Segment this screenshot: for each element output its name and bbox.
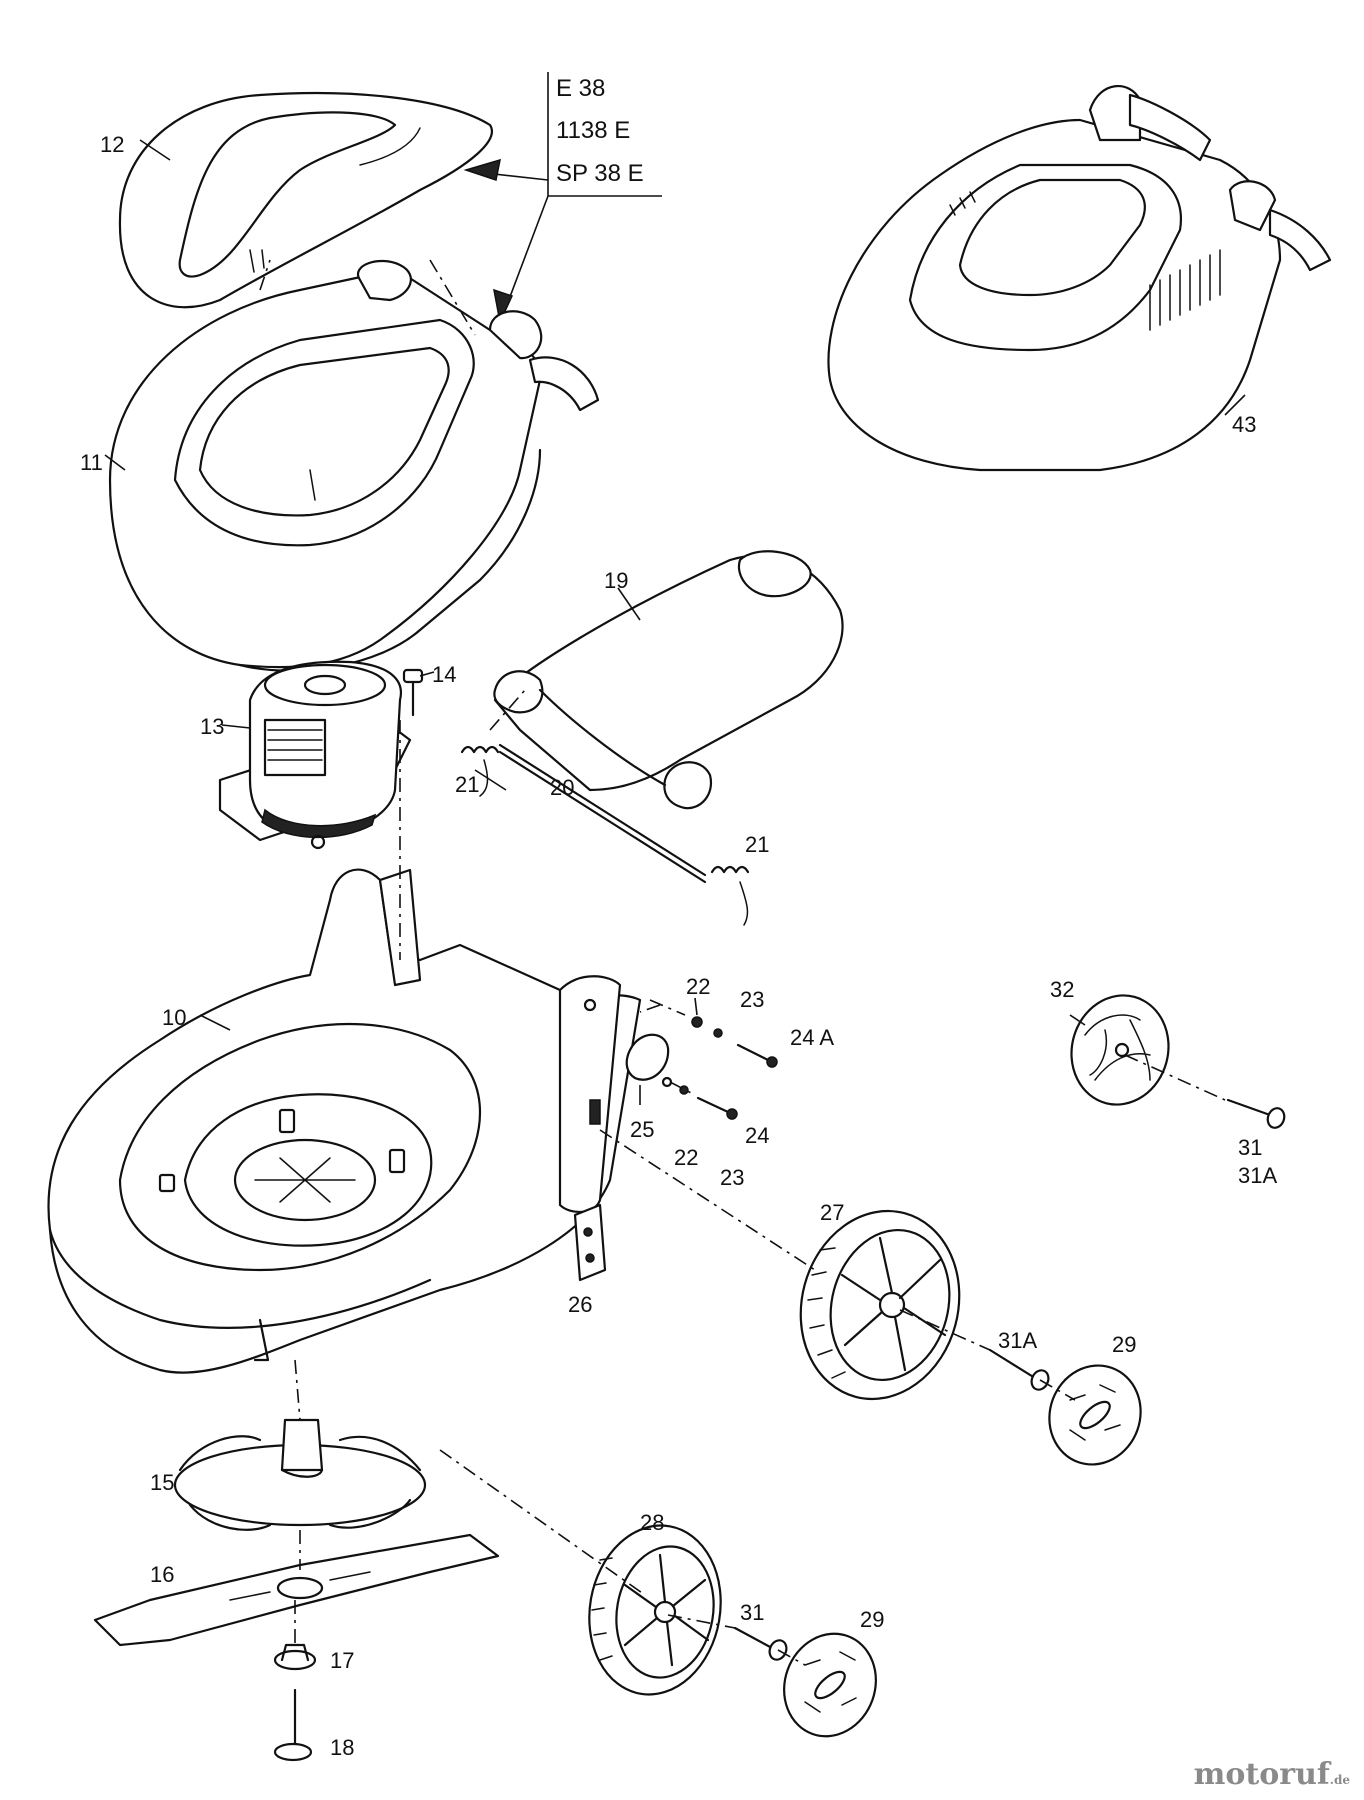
- part-32-wheel-cap: [1070, 994, 1170, 1106]
- part-31-screw-right: [1226, 1098, 1286, 1129]
- label-12: 12: [100, 132, 124, 157]
- label-32: 32: [1050, 977, 1074, 1002]
- label-43: 43: [1232, 412, 1256, 437]
- part-28-small-wheel: [588, 1524, 722, 1696]
- model-e38: E 38: [556, 75, 605, 102]
- label-10: 10: [162, 1005, 186, 1030]
- watermark-main: motoruf: [1193, 1757, 1330, 1792]
- part-27-large-wheel: [799, 1209, 961, 1401]
- part-29-hubcap-lower: [783, 1632, 877, 1738]
- label-13: 13: [200, 714, 224, 739]
- label-18: 18: [330, 1735, 354, 1760]
- watermark-suffix: .de: [1329, 1773, 1350, 1787]
- part-31-screw-lower: [733, 1626, 788, 1661]
- label-19: 19: [604, 568, 628, 593]
- label-14: 14: [432, 662, 456, 687]
- label-17: 17: [330, 1648, 354, 1673]
- label-31A-lower: 31A: [998, 1328, 1037, 1353]
- model-list: E 38 1138 E SP 38 E: [463, 72, 662, 325]
- label-26: 26: [568, 1292, 592, 1317]
- label-21-lower: 21: [745, 832, 769, 857]
- parts-hardware-cluster: [625, 1004, 778, 1120]
- part-18-bolt: [273, 1688, 313, 1762]
- label-22-upper: 22: [686, 974, 710, 999]
- label-24: 24: [745, 1123, 769, 1148]
- label-31A-right: 31A: [1238, 1163, 1277, 1188]
- arrow-line-lower: [504, 195, 549, 311]
- part-26-bracket: [573, 1203, 607, 1282]
- part-20-axle-rod: [498, 743, 707, 884]
- assembly-lines: [259, 259, 1226, 1666]
- label-24A: 24 A: [790, 1025, 834, 1050]
- part-11-main-housing: [108, 260, 600, 672]
- part-labels: 12 11 43 19 14 13 21 20 21 10 22 23 24 A…: [80, 132, 1277, 1760]
- label-31-right: 31: [1238, 1135, 1262, 1160]
- part-17-adapter: [273, 1643, 317, 1671]
- label-22-lower: 22: [674, 1145, 698, 1170]
- part-21-springs: [460, 745, 750, 926]
- arrow-head-upper: [463, 158, 501, 181]
- part-15-fan: [173, 1418, 427, 1531]
- label-28: 28: [640, 1510, 664, 1535]
- label-29-lower: 29: [860, 1607, 884, 1632]
- model-sp38e: SP 38 E: [556, 160, 644, 187]
- label-15: 15: [150, 1470, 174, 1495]
- label-23-upper: 23: [740, 987, 764, 1012]
- part-12-cover-lid: [118, 91, 493, 309]
- label-20: 20: [550, 775, 574, 800]
- label-27: 27: [820, 1200, 844, 1225]
- part-13-motor: [218, 660, 412, 850]
- label-31-lower: 31: [740, 1600, 764, 1625]
- label-25: 25: [630, 1117, 654, 1142]
- part-19-grassbox-lid: [493, 550, 844, 810]
- label-16: 16: [150, 1562, 174, 1587]
- part-16-blade: [93, 1533, 500, 1647]
- part-14-screw: [402, 668, 424, 717]
- label-21-upper: 21: [455, 772, 479, 797]
- label-23-lower: 23: [720, 1165, 744, 1190]
- part-31A-screw: [988, 1348, 1050, 1391]
- part-43-alt-housing: [827, 85, 1332, 472]
- part-10-mower-deck: [47, 868, 642, 1374]
- model-1138e: 1138 E: [556, 117, 630, 144]
- leader-lines: [104, 139, 1246, 1105]
- part-29-hubcap-upper: [1048, 1364, 1142, 1466]
- label-11: 11: [80, 450, 103, 475]
- watermark-logo: motoruf.de: [1194, 1757, 1350, 1792]
- label-29-upper: 29: [1112, 1332, 1136, 1357]
